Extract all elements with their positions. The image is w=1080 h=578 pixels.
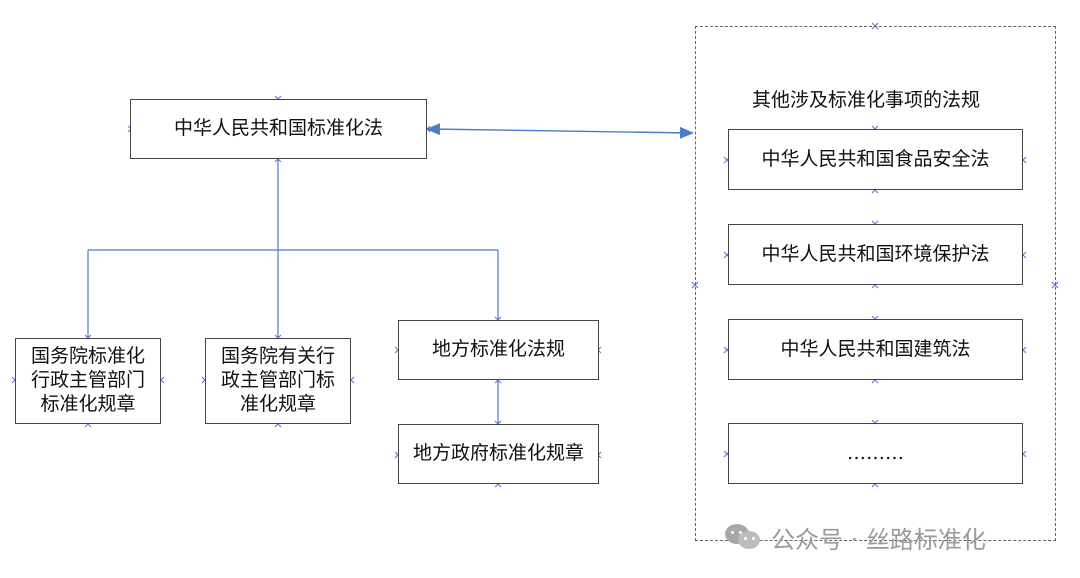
group-item-label: ……… [847, 441, 904, 464]
watermark: 公众号 · 丝路标准化 [725, 520, 986, 554]
child-node-state-council-departments: 国务院有关行 政主管部门标 准化规章 [205, 338, 351, 424]
bidirectional-arrow [426, 123, 694, 139]
grandchild-node-label: 地方政府标准化规章 [412, 442, 584, 465]
group-item-label: 中华人民共和国建筑法 [780, 337, 971, 360]
child-node-label: 国务院有关行 政主管部门标 准化规章 [220, 345, 335, 415]
related-laws-group-title: 其他涉及标准化事项的法规 [752, 89, 981, 111]
related-laws-group [695, 26, 1056, 541]
group-item-environmental-protection-law: 中华人民共和国环境保护法 [728, 224, 1023, 285]
group-item-food-safety-law: 中华人民共和国食品安全法 [728, 129, 1023, 190]
grandchild-node-local-government: 地方政府标准化规章 [398, 424, 599, 484]
root-node-label: 中华人民共和国标准化法 [173, 117, 383, 140]
root-node: 中华人民共和国标准化法 [130, 99, 427, 159]
group-item-label: 中华人民共和国食品安全法 [761, 147, 990, 170]
child-node-label: 地方标准化法规 [431, 338, 565, 361]
child-node-label: 国务院标准化 行政主管部门 标准化规章 [30, 345, 145, 415]
group-item-construction-law: 中华人民共和国建筑法 [728, 319, 1023, 380]
group-item-label: 中华人民共和国环境保护法 [761, 242, 990, 265]
group-item-ellipsis: ……… [728, 423, 1023, 484]
child-node-local-regulations: 地方标准化法规 [398, 320, 599, 380]
wechat-icon [725, 522, 763, 552]
child-node-state-council-admin: 国务院标准化 行政主管部门 标准化规章 [15, 338, 161, 424]
watermark-text: 公众号 · 丝路标准化 [771, 525, 986, 554]
